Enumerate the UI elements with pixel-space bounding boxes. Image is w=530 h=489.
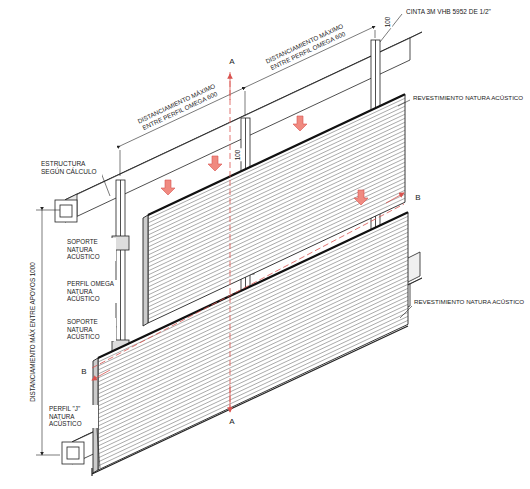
callout-label: REVESTIMIENTO NATURA ACÚSTICO [412,94,526,101]
callout-label: DISTANCIAMIENTO MÁXIMO ENTRE PERFIL OMEG… [129,78,228,135]
callout-label: 100 [384,16,392,29]
callout-label: PERFIL OMEGA NATURA ACÚSTICO [66,280,118,303]
callout-label: REVESTIMIENTO NATURA ACÚSTICO [413,298,527,305]
callout-label: 100 [234,149,242,162]
callout-label: A [228,417,235,427]
callout-label: B [414,193,421,203]
callout-label: DISTANCIAMIENTO MÁXIMO ENTRE PERFIL OMEG… [257,18,356,75]
callout-label: SOPORTE NATURA ACÚSTICO [66,238,116,261]
callout-label: SOPORTE NATURA ACÚSTICO [66,318,116,341]
callout-label: B [80,367,87,377]
callout-label: ESTRUCTURA SEGÚN CÁLCULO [40,160,102,176]
callout-label: A [228,57,235,67]
callout-label: CINTA 3M VHB 5952 DE 1/2" [405,8,492,16]
callout-label: DISTANCIAMIENTO MÁX ENTRE APOYOS 1000 [29,261,37,403]
callout-label: PERFIL "J" NATURA ACÚSTICO [48,405,98,428]
